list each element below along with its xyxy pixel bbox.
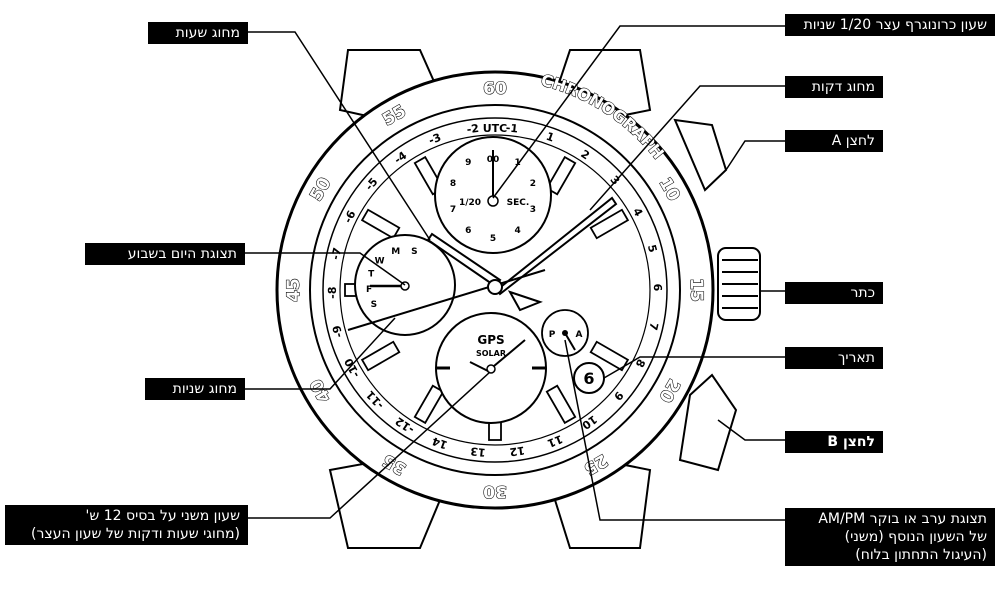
utc-label: UTC — [483, 122, 508, 135]
dial-ring-number: -2 — [466, 122, 480, 137]
dial-ring-number: 6 — [651, 283, 664, 291]
chrono-sec-label: SEC. — [507, 198, 530, 208]
label-am-pm: תצוגת ערב או בוקר AM/PM של השעון הנוסף (… — [785, 508, 995, 566]
bezel-number: 15 — [686, 278, 706, 302]
bezel-number: 45 — [284, 278, 304, 302]
label-second-hand: מחוג שניות — [145, 378, 245, 400]
label-day-of-week: תצוגת היום בשבוע — [85, 243, 245, 265]
bezel-number: 30 — [483, 481, 507, 501]
dial-ring-number: 13 — [470, 444, 487, 459]
chrono-number: 7 — [450, 205, 456, 215]
bezel-number: 60 — [483, 79, 507, 99]
chrono-number: 6 — [465, 226, 471, 236]
solar-label: SOLAR — [476, 349, 506, 358]
chrono-1-20-label: 1/20 — [459, 198, 481, 208]
chrono-number: 8 — [450, 179, 456, 189]
dial-ring-number: -8 — [326, 286, 339, 298]
label-crown: כתר — [785, 282, 883, 304]
label-minute-hand: מחוג דקות — [785, 76, 883, 98]
day-letter: M — [391, 247, 400, 257]
label-date: תאריך — [785, 347, 883, 369]
chrono-number: 4 — [515, 226, 521, 236]
chrono-number: 2 — [530, 179, 536, 189]
pa-p-label: P — [549, 330, 556, 340]
leader-button-a — [726, 141, 785, 170]
day-letter: S — [411, 247, 417, 257]
chrono-number: 9 — [465, 158, 471, 168]
chrono-number: 5 — [490, 234, 496, 244]
pa-a-label: A — [576, 330, 583, 340]
day-letter: S — [371, 300, 377, 310]
chrono-number: 3 — [530, 205, 536, 215]
label-button-b: לחצן B — [785, 431, 883, 453]
dial-ring-number: 12 — [509, 443, 526, 458]
label-chrono-dial: שעון כרונוגרף עצר 1/20 שניות — [785, 14, 995, 36]
label-button-a: לחצן A — [785, 130, 883, 152]
date-value: 6 — [583, 369, 594, 388]
label-dual-time-dial: שעון משני על בסיס 12 ש' (מחוגי שעות ודקו… — [5, 505, 248, 545]
label-hour-hand: מחוג שעות — [148, 22, 248, 44]
day-letter: T — [368, 270, 375, 280]
gps-label: GPS — [477, 333, 504, 347]
